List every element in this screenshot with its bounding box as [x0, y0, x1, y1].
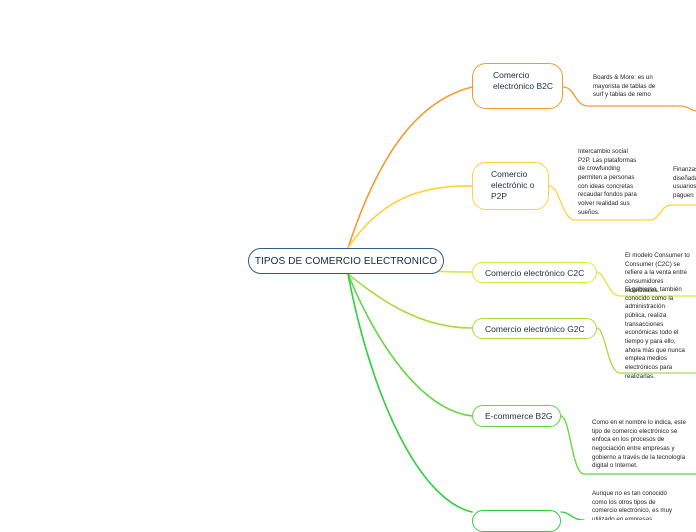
connector-b2c — [347, 86, 473, 249]
branch-node-p2p[interactable]: Comercio electrónic o P2P — [472, 162, 549, 210]
note-connector-p2p — [548, 185, 696, 221]
branch-node-g2c[interactable]: Comercio electrónico G2C — [472, 318, 597, 339]
note-p2p-sub: Finanzas diseñada usuarios paguen — [673, 166, 696, 200]
note-b2c: Boards & More: es un mayorista de tablas… — [593, 74, 656, 99]
branch-label-b2g: E-commerce B2G — [485, 411, 553, 421]
note-connector-g2c — [596, 327, 696, 374]
branch-connectors — [347, 86, 473, 513]
note-g2c: El gobierno, también conocido como la ad… — [625, 286, 685, 380]
note-connector-last — [560, 511, 585, 520]
branch-label-c2c: Comercio electrónico C2C — [485, 268, 585, 278]
branch-node-last[interactable] — [472, 510, 561, 532]
note-last: Aunque no es tan conocido como los otros… — [592, 490, 673, 520]
branch-node-c2c[interactable]: Comercio electrónico C2C — [472, 262, 597, 283]
central-topic-label: TIPOS DE COMERCIO ELECTRONICO — [254, 255, 438, 267]
note-connector-b2g — [560, 415, 696, 475]
note-connectors — [548, 86, 696, 520]
connector-g2c — [347, 273, 473, 329]
note-p2p: Intercambio social P2P. Las plataformas … — [578, 148, 637, 216]
branch-node-b2c[interactable]: Comercio electrónico B2C — [472, 63, 563, 109]
note-connector-c2c — [596, 271, 696, 297]
branch-node-b2g[interactable]: E-commerce B2G — [472, 405, 561, 427]
note-c2c: El modelo Consumer to Consumer (C2C) se … — [625, 252, 690, 294]
connector-b2g — [347, 273, 473, 417]
note-b2g: Como en el nombre lo indica, este tipo d… — [592, 419, 686, 470]
branch-label-p2p: Comercio electrónic o P2P — [491, 169, 535, 202]
note-connector-b2c — [562, 86, 696, 112]
connector-last — [347, 273, 473, 513]
branch-label-g2c: Comercio electrónico G2C — [485, 324, 585, 334]
branch-label-b2c: Comercio electrónico B2C — [493, 70, 554, 92]
central-topic[interactable]: TIPOS DE COMERCIO ELECTRONICO — [248, 248, 444, 274]
connector-p2p — [347, 185, 473, 249]
